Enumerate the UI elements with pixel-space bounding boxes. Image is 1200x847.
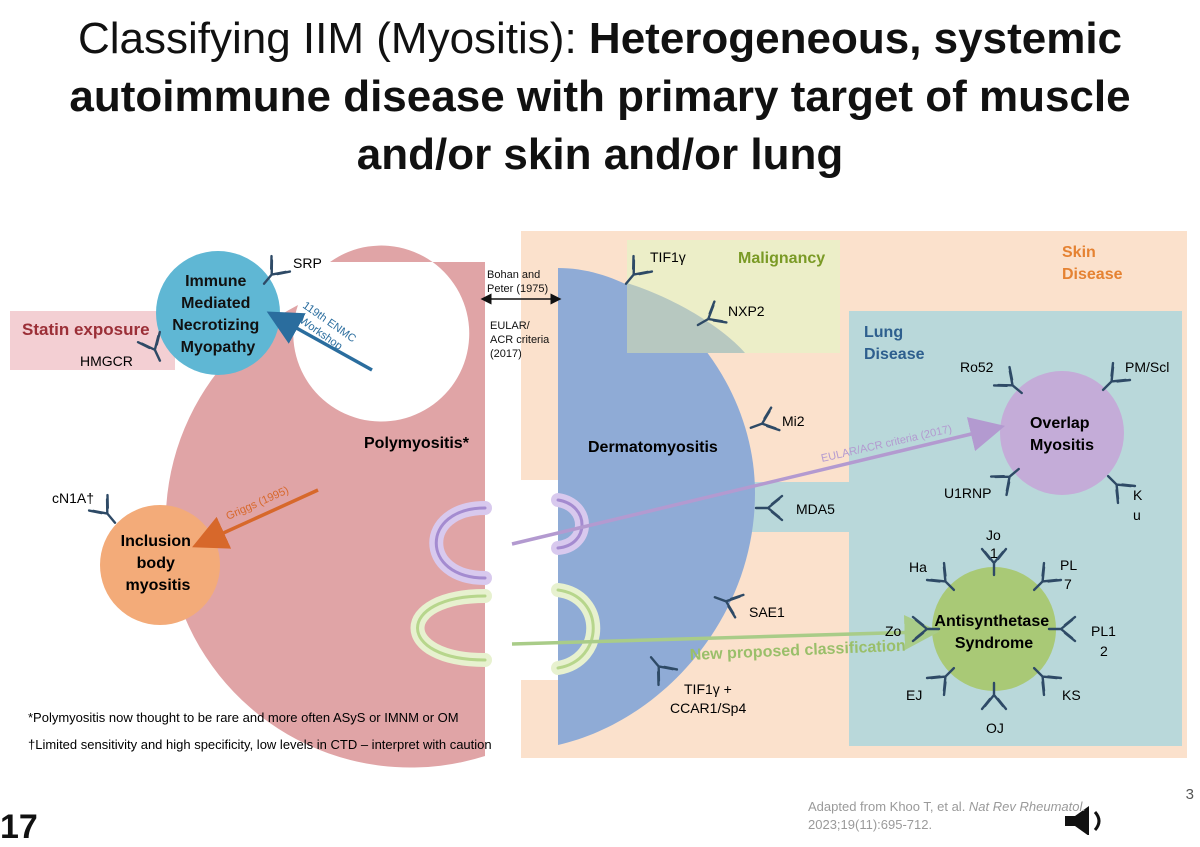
asys-circle bbox=[932, 567, 1056, 691]
page-number-right: 3 bbox=[1185, 786, 1194, 803]
imnm-label: Immune Mediated Necrotizing Myopathy bbox=[172, 273, 264, 356]
title-light: Classifying IIM (Myositis): bbox=[77, 14, 589, 63]
mda5-label: MDA5 bbox=[796, 501, 835, 517]
dm-malignancy-overlap bbox=[627, 283, 745, 353]
polymyositis-shape bbox=[165, 245, 485, 768]
ibm-circle bbox=[100, 505, 220, 625]
page-number-left: 17 bbox=[0, 808, 38, 846]
speaker-icon[interactable] bbox=[1065, 806, 1101, 835]
dermatomyositis-shape bbox=[558, 268, 755, 745]
mi2-label: Mi2 bbox=[782, 413, 805, 429]
ha-label: Ha bbox=[909, 559, 927, 575]
zo-label: Zo bbox=[885, 623, 902, 639]
footnote-cn1a: †Limited sensitivity and high specificit… bbox=[28, 737, 492, 752]
slide-title: Classifying IIM (Myositis): Heterogeneou… bbox=[0, 10, 1200, 184]
nxp2-label: NXP2 bbox=[728, 303, 765, 319]
tif1g-ccar-label: TIF1γ + CCAR1/Sp4 bbox=[670, 681, 746, 716]
overlap-bracket bbox=[429, 493, 589, 585]
ku-label: K u bbox=[1133, 487, 1146, 523]
jo1-label: Jo 1 bbox=[986, 527, 1005, 561]
pmscl-label: PM/Scl bbox=[1125, 359, 1169, 375]
citation-details: 2023;19(11):695-712. bbox=[808, 817, 933, 832]
ks-label: KS bbox=[1062, 687, 1081, 703]
asys-label: Antisynthetase Syndrome bbox=[934, 613, 1053, 652]
eular-label: EULAR/ ACR criteria (2017) bbox=[490, 320, 552, 360]
enmc-arrow bbox=[266, 311, 373, 372]
oj-label: OJ bbox=[986, 720, 1004, 736]
citation-prefix: Adapted from Khoo T, et al. bbox=[808, 799, 969, 814]
tif1g-label: TIF1γ bbox=[650, 249, 686, 265]
skin-disease-label: Skin Disease bbox=[1062, 244, 1123, 283]
statin-exposure-label: Statin exposure bbox=[22, 320, 150, 339]
asys-bracket bbox=[410, 583, 601, 675]
polymyositis-label: Polymyositis* bbox=[364, 435, 470, 452]
imnm-circle bbox=[156, 251, 280, 375]
overlap-label: Overlap Myositis bbox=[1030, 415, 1094, 454]
malignancy-label: Malignancy bbox=[738, 250, 825, 267]
ro52-label: Ro52 bbox=[960, 359, 994, 375]
lung-disease-label: Lung Disease bbox=[864, 324, 925, 363]
enmc-label: 119th ENMC Workshop bbox=[292, 300, 360, 359]
citation: Adapted from Khoo T, et al. Nat Rev Rheu… bbox=[808, 798, 1128, 834]
pl7-label: PL 7 bbox=[1060, 557, 1081, 592]
cn1a-label: cN1A† bbox=[52, 490, 94, 506]
pm-dm-gap bbox=[485, 480, 558, 680]
srp-label: SRP bbox=[293, 255, 322, 271]
dermatomyositis-label: Dermatomyositis bbox=[588, 439, 718, 456]
statin-exposure-box bbox=[10, 311, 175, 370]
u1rnp-label: U1RNP bbox=[944, 485, 991, 501]
ej-label: EJ bbox=[906, 687, 922, 703]
bohan-label: Bohan and Peter (1975) bbox=[487, 269, 548, 295]
title-bold: Heterogeneous, systemic autoimmune disea… bbox=[69, 14, 1131, 179]
footnote-polymyositis: *Polymyositis now thought to be rare and… bbox=[28, 710, 459, 725]
pl12-label: PL1 2 bbox=[1091, 623, 1120, 659]
sae1-label: SAE1 bbox=[749, 604, 785, 620]
hmgcr-label: HMGCR bbox=[80, 353, 133, 369]
citation-journal: Nat Rev Rheumatol. bbox=[968, 799, 1086, 814]
griggs-arrow bbox=[192, 488, 319, 549]
ibm-label: Inclusion body myositis bbox=[121, 533, 196, 594]
overlap-circle bbox=[1000, 371, 1124, 495]
eular-overlap-arrow bbox=[511, 417, 1006, 546]
new-class-arrow bbox=[511, 615, 940, 651]
